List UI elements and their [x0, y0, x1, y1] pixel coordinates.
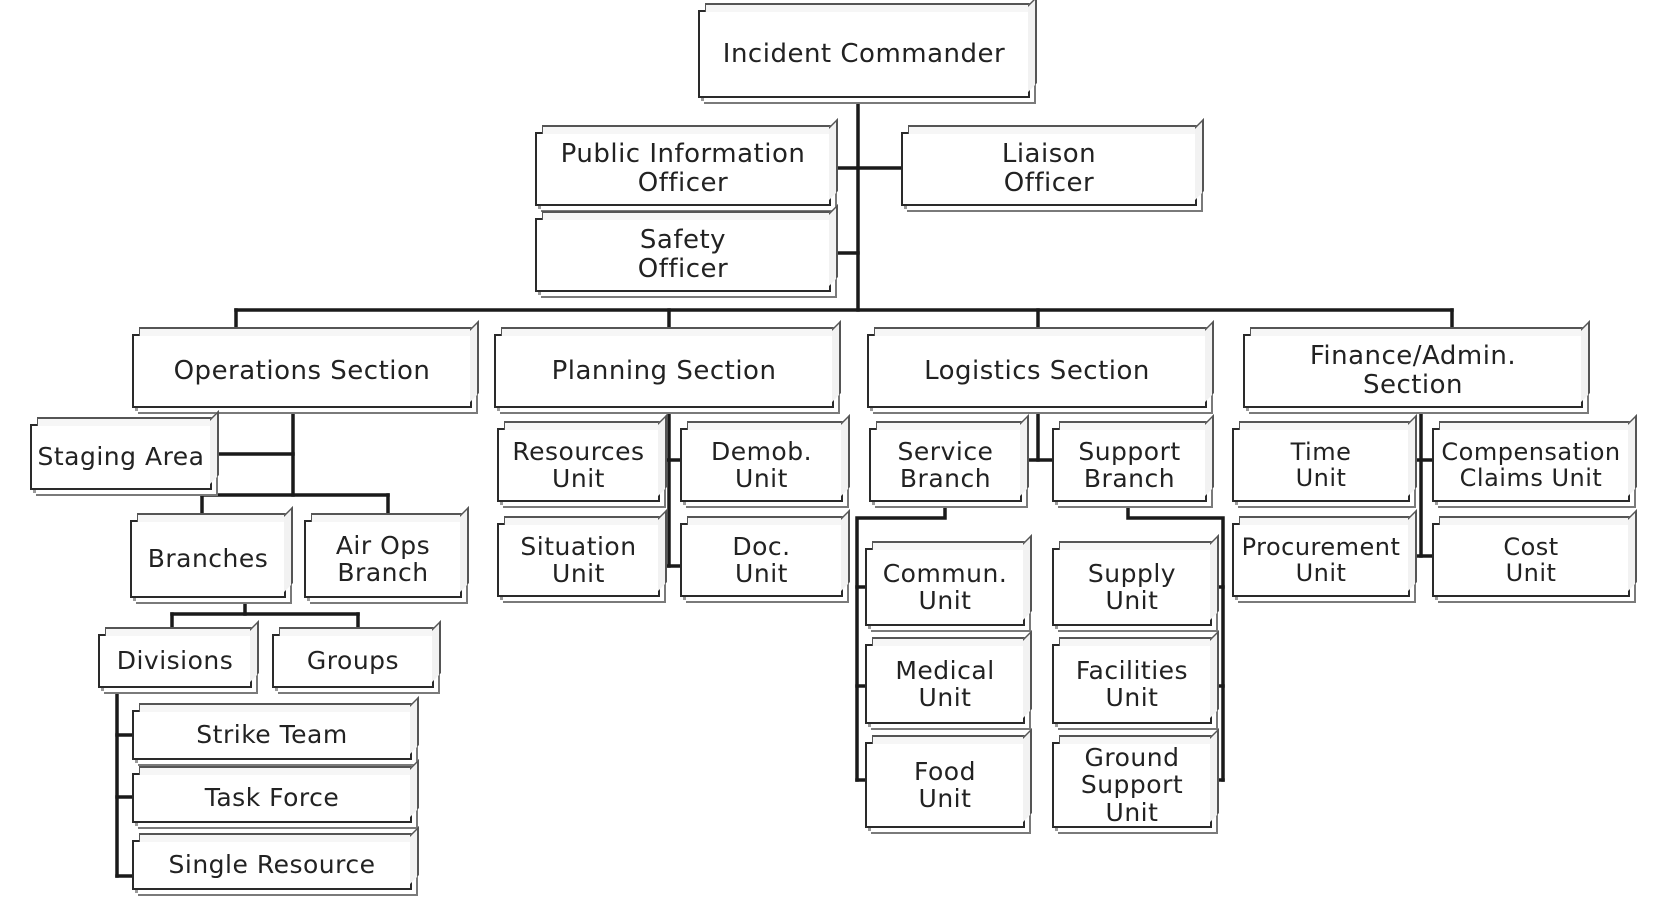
node-logistics-section: Logistics Section	[867, 327, 1208, 408]
node-strike-team: Strike Team	[132, 703, 413, 760]
node-situation-unit: Situation Unit	[497, 516, 661, 597]
node-support-branch: Support Branch	[1052, 421, 1208, 502]
node-service-branch: Service Branch	[869, 421, 1023, 502]
support-trunk-line	[1126, 498, 1225, 782]
node-safety-officer: Safety Officer	[535, 211, 832, 292]
node-compensation-claims-unit: Compensation Claims Unit	[1432, 421, 1631, 502]
node-operations-section: Operations Section	[132, 327, 473, 408]
node-incident-commander: Incident Commander	[698, 3, 1031, 98]
node-groups: Groups	[272, 627, 435, 688]
node-facilities-unit: Facilities Unit	[1052, 637, 1213, 724]
node-planning-section: Planning Section	[494, 327, 835, 408]
node-doc-unit: Doc. Unit	[680, 516, 844, 597]
service-trunk-line	[855, 498, 947, 782]
node-task-force: Task Force	[132, 766, 413, 823]
node-liaison-officer: Liaison Officer	[901, 125, 1198, 206]
node-divisions: Divisions	[98, 627, 253, 688]
node-resources-unit: Resources Unit	[497, 421, 661, 502]
node-demob-unit: Demob. Unit	[680, 421, 844, 502]
node-air-ops-branch: Air Ops Branch	[304, 513, 463, 598]
node-staging-area: Staging Area	[30, 417, 213, 490]
node-commun-unit: Commun. Unit	[865, 541, 1026, 626]
node-food-unit: Food Unit	[865, 735, 1026, 828]
node-cost-unit: Cost Unit	[1432, 516, 1631, 597]
node-public-information-officer: Public Information Officer	[535, 125, 832, 206]
node-time-unit: Time Unit	[1232, 421, 1411, 502]
node-procurement-unit: Procurement Unit	[1232, 516, 1411, 597]
node-finance-admin-section: Finance/Admin. Section	[1243, 327, 1584, 408]
node-supply-unit: Supply Unit	[1052, 541, 1213, 626]
node-ground-support-unit: Ground Support Unit	[1052, 735, 1213, 828]
node-medical-unit: Medical Unit	[865, 637, 1026, 724]
node-single-resource: Single Resource	[132, 833, 413, 890]
node-branches: Branches	[130, 513, 287, 598]
